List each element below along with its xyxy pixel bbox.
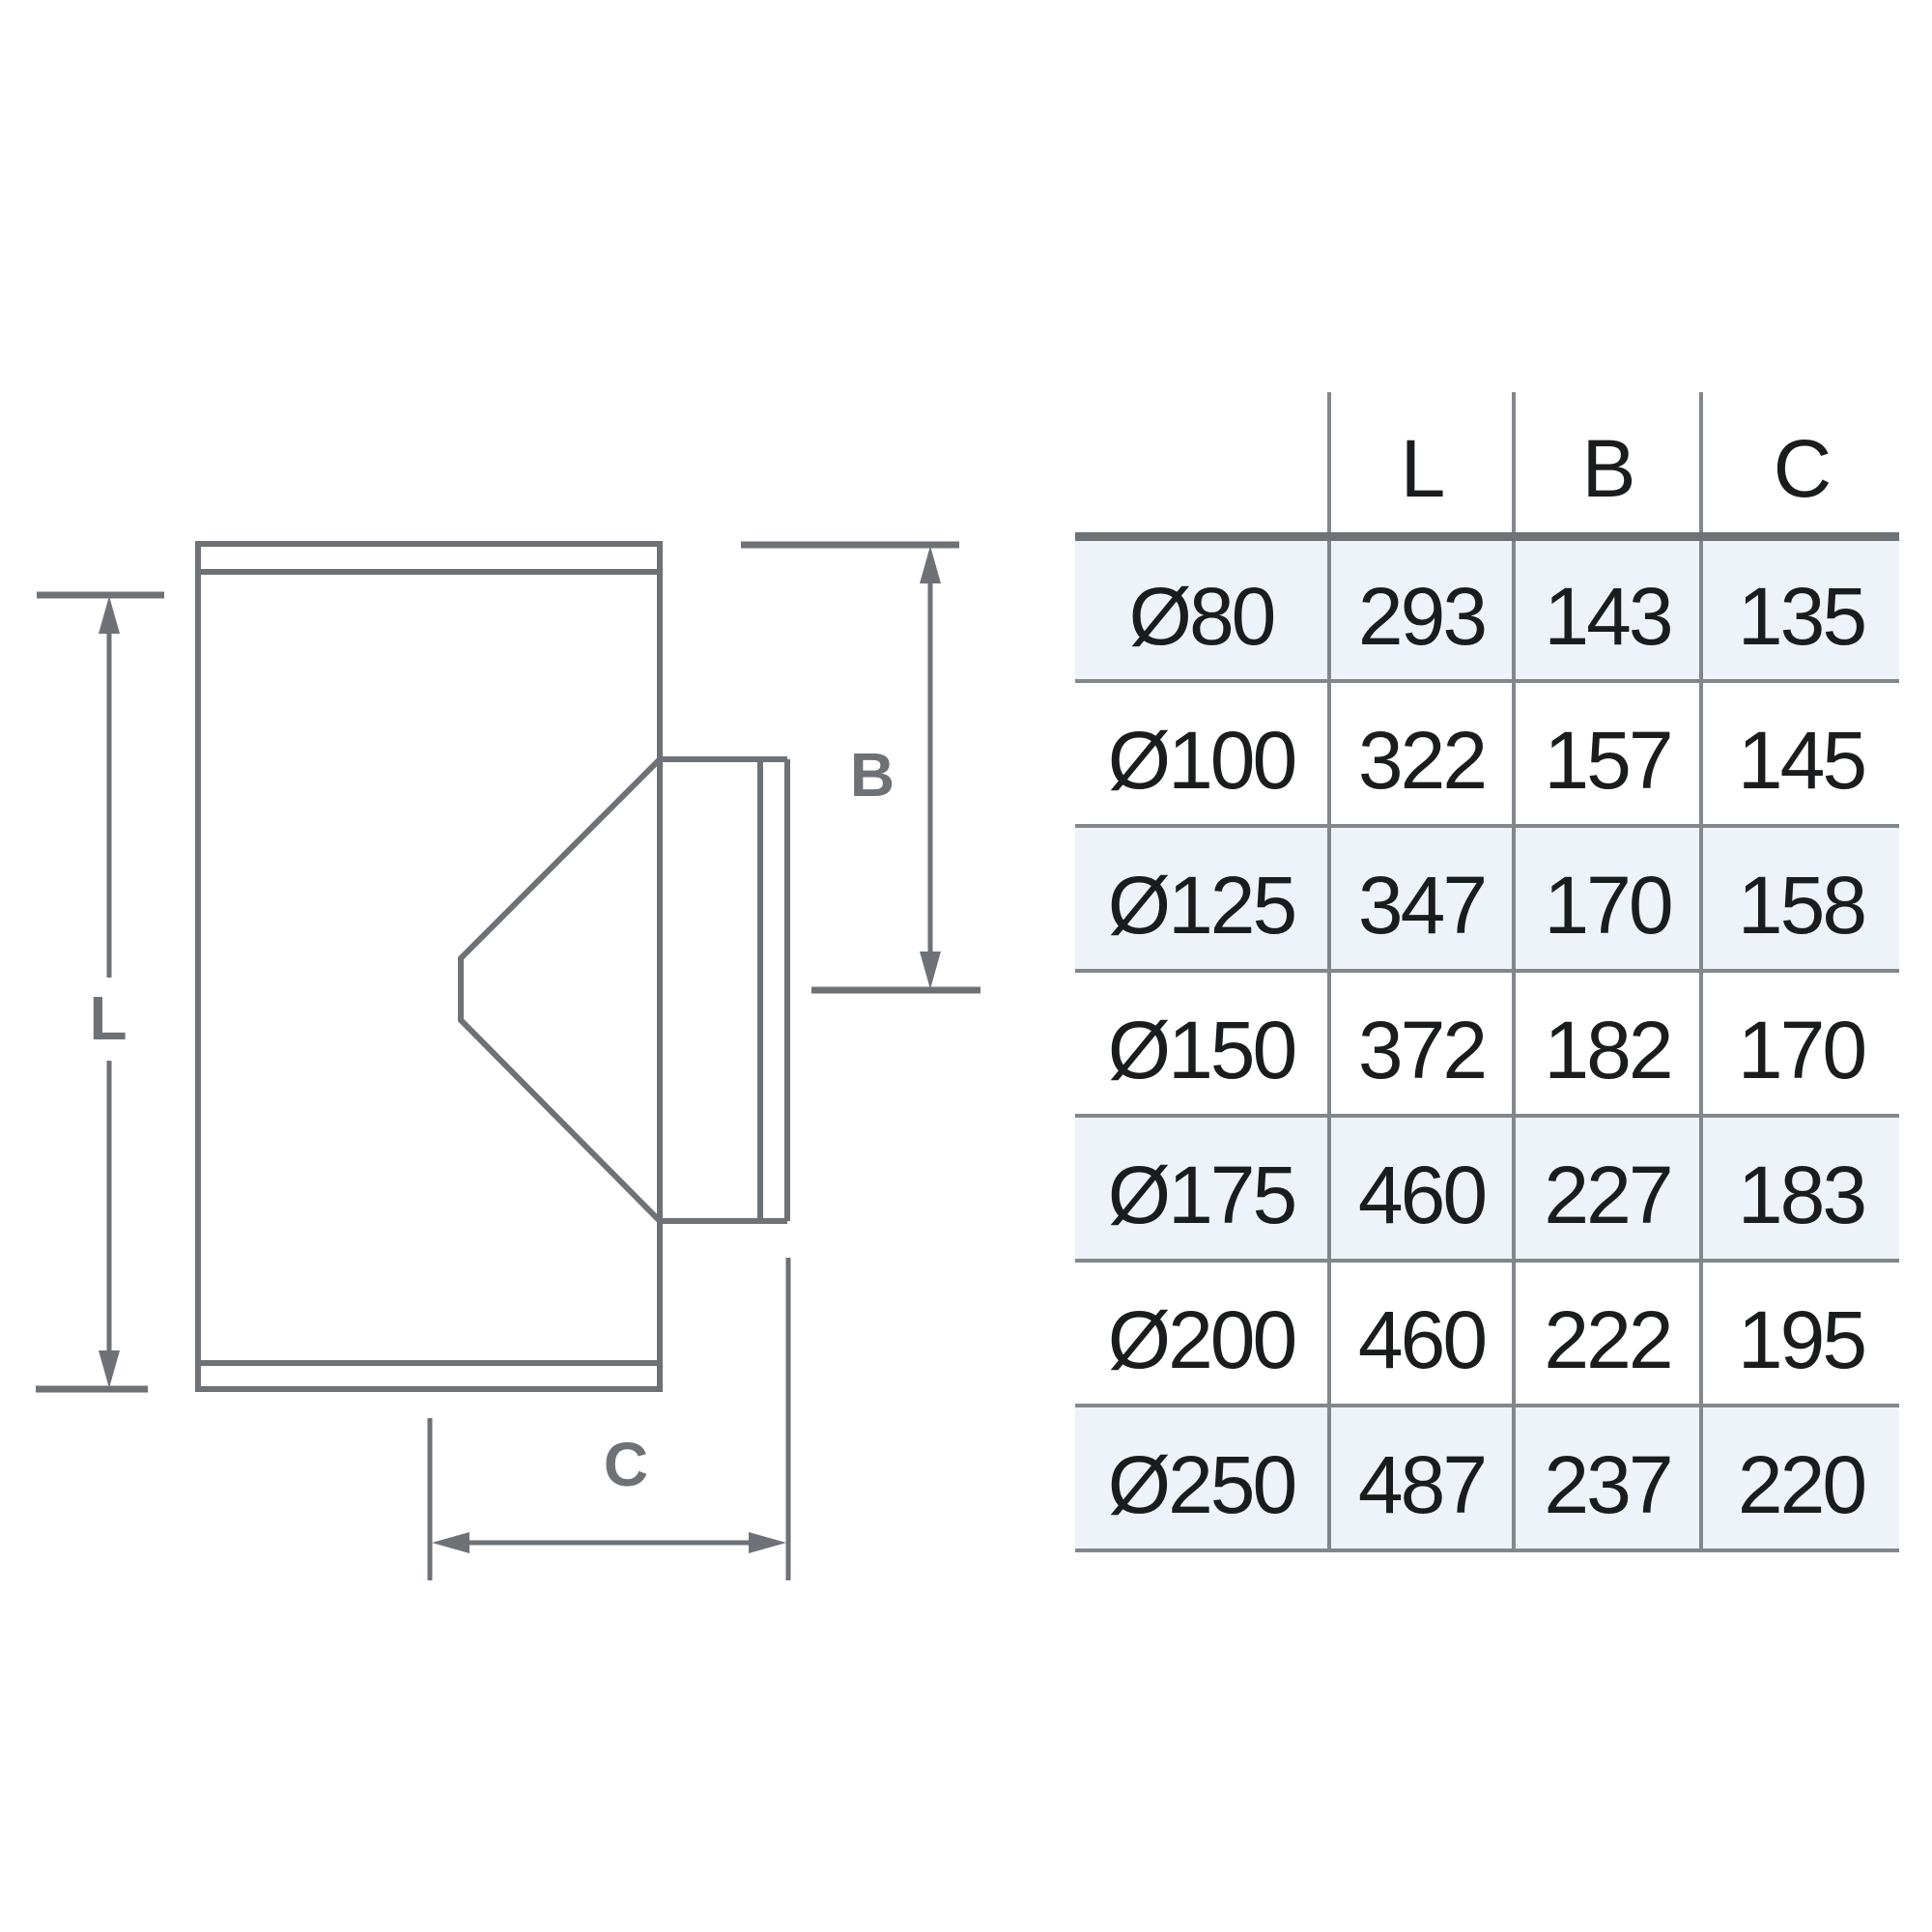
value-cell-B: 237: [1512, 1406, 1701, 1550]
diameter-cell: Ø250: [1107, 1438, 1298, 1530]
value-cell-C: 183: [1699, 1116, 1899, 1261]
fitting-body: [195, 541, 663, 1392]
value-cell-L: 460: [1327, 1261, 1514, 1406]
value-cell-L: 460: [1327, 1116, 1514, 1261]
header-row: L B C: [1075, 392, 1899, 536]
dim-L-arrow-up-icon: [99, 596, 120, 634]
value-cell-B: 170: [1512, 826, 1701, 971]
diameter-cell: Ø100: [1107, 714, 1298, 806]
dim-L-arrow-down-icon: [99, 1350, 120, 1388]
value-cell-B: 227: [1512, 1116, 1701, 1261]
diameter-cell: Ø175: [1107, 1149, 1298, 1240]
dim-label-L: L: [89, 983, 127, 1053]
value-cell-L: 487: [1327, 1406, 1514, 1550]
value-cell-C: 195: [1699, 1261, 1899, 1406]
value-cell-C: 158: [1699, 826, 1899, 971]
cone-outline: [458, 756, 663, 1224]
branch-cone: [458, 756, 790, 1224]
dim-label-B: B: [850, 740, 895, 810]
value-cell-L: 293: [1327, 536, 1514, 681]
diameter-cell: Ø80: [1128, 570, 1277, 662]
value-cell-C: 170: [1699, 971, 1899, 1116]
dim-label-C: C: [604, 1430, 648, 1499]
value-cell-C: 135: [1699, 536, 1899, 681]
diameter-cell: Ø125: [1107, 859, 1298, 951]
header-cell-B: B: [1512, 392, 1701, 536]
value-cell-C: 145: [1699, 681, 1899, 826]
diameter-cell: Ø150: [1107, 1004, 1298, 1095]
header-cell-L: L: [1327, 392, 1514, 536]
diameter-cell: Ø200: [1107, 1293, 1298, 1385]
value-cell-L: 347: [1327, 826, 1514, 971]
dim-C-arrow-right-icon: [749, 1532, 786, 1553]
value-cell-B: 143: [1512, 536, 1701, 681]
dimension-B: B: [741, 541, 980, 994]
value-cell-L: 322: [1327, 681, 1514, 826]
value-cell-C: 220: [1699, 1406, 1899, 1550]
dimension-L: L: [36, 591, 164, 1393]
header-diameter-cell: [1075, 392, 1329, 536]
header-cell-C: C: [1699, 392, 1899, 536]
value-cell-B: 222: [1512, 1261, 1701, 1406]
value-cell-B: 182: [1512, 971, 1701, 1116]
dim-C-arrow-left-icon: [432, 1532, 469, 1553]
dim-B-arrow-down-icon: [920, 952, 941, 989]
value-cell-B: 157: [1512, 681, 1701, 826]
value-cell-L: 372: [1327, 971, 1514, 1116]
dimension-C: C: [427, 1258, 791, 1580]
size-table-header: L B C: [1075, 392, 1899, 536]
body-outline: [195, 541, 663, 1392]
dim-B-arrow-up-icon: [920, 546, 941, 583]
